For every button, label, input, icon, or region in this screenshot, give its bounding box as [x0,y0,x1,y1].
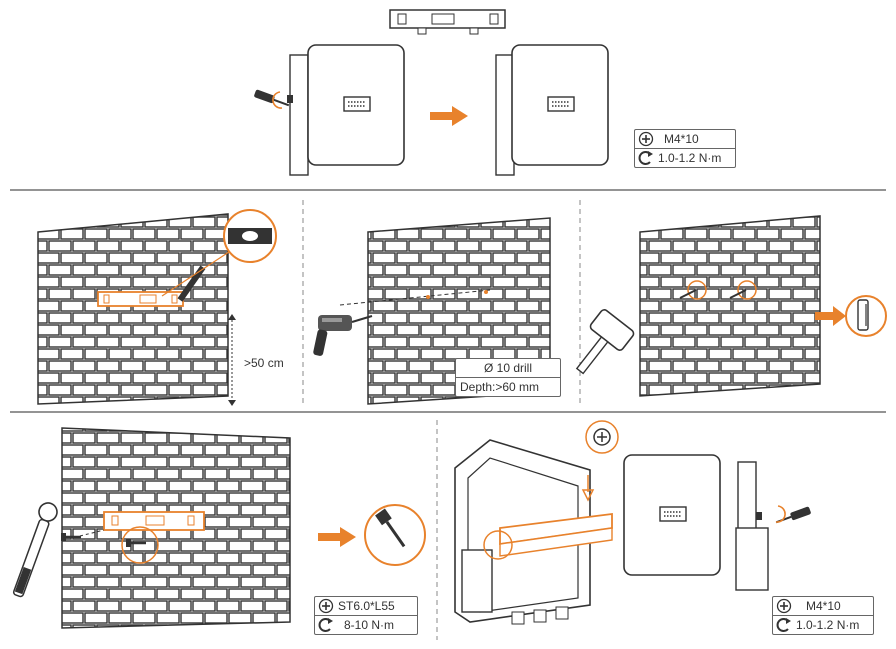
bracket-on-wall-mark [98,292,183,306]
screw-spec-label: M4*10 [664,130,699,148]
hammer-icon [564,308,635,383]
torque-label: 8-10 N·m [344,616,394,634]
brick-wall-mark [38,214,228,404]
torque-label: 1.0-1.2 N·m [658,149,721,167]
torque-wrench-icon [9,500,59,598]
phillips-screw-icon [638,131,654,147]
drill-size-label: Ø 10 drill [456,359,560,377]
drill-icon [313,315,372,356]
screwdriver-icon [254,89,291,109]
screw-spec-label: M4*10 [806,597,841,615]
bracket-on-wall-fix [104,512,204,530]
screw-spec-label: ST6.0*L55 [338,597,395,615]
screwdriver-icon [775,506,812,526]
wall-bracket-top [390,10,505,34]
phillips-screw-icon [776,598,792,614]
inverter-mounted [624,455,768,590]
drill-depth-label: Depth:>60 mm [456,377,560,396]
torque-arrow-icon [776,617,792,633]
inverter-without-bracket [496,45,608,175]
rotate-arrow-icon [776,506,785,522]
spec-box-step5: ST6.0*L55 8-10 N·m [314,596,418,635]
brick-wall-bolts [640,216,820,396]
drill-spec-box: Ø 10 drill Depth:>60 mm [455,358,561,397]
phillips-screw-icon [318,598,334,614]
height-dimension [228,314,236,406]
process-arrow-icon [318,527,356,547]
torque-label: 1.0-1.2 N·m [796,616,859,634]
height-label: >50 cm [244,356,284,370]
torque-arrow-icon [638,150,654,166]
torque-arrow-icon [318,617,334,633]
inverter-with-bracket [287,45,404,175]
spec-box-step6: M4*10 1.0-1.2 N·m [772,596,874,635]
spec-box-step1: M4*10 1.0-1.2 N·m [634,129,736,168]
process-arrow-icon [430,106,468,126]
